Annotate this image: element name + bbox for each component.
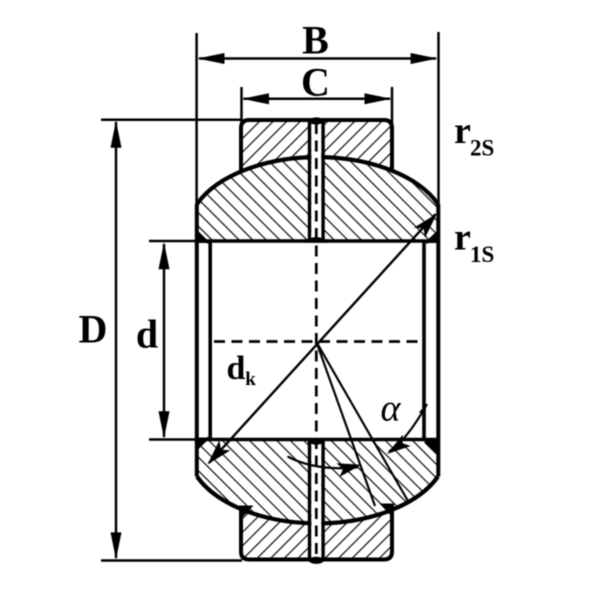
svg-text:r: r [454,110,471,152]
svg-text:2S: 2S [470,136,494,161]
svg-text:r: r [454,217,471,259]
svg-text:B: B [302,18,329,63]
svg-text:α: α [381,388,402,430]
svg-text:d: d [136,312,158,357]
svg-text:1S: 1S [470,242,494,267]
svg-text:d: d [227,350,246,387]
svg-text:D: D [79,307,108,352]
svg-text:k: k [245,369,256,390]
svg-text:C: C [301,60,330,105]
